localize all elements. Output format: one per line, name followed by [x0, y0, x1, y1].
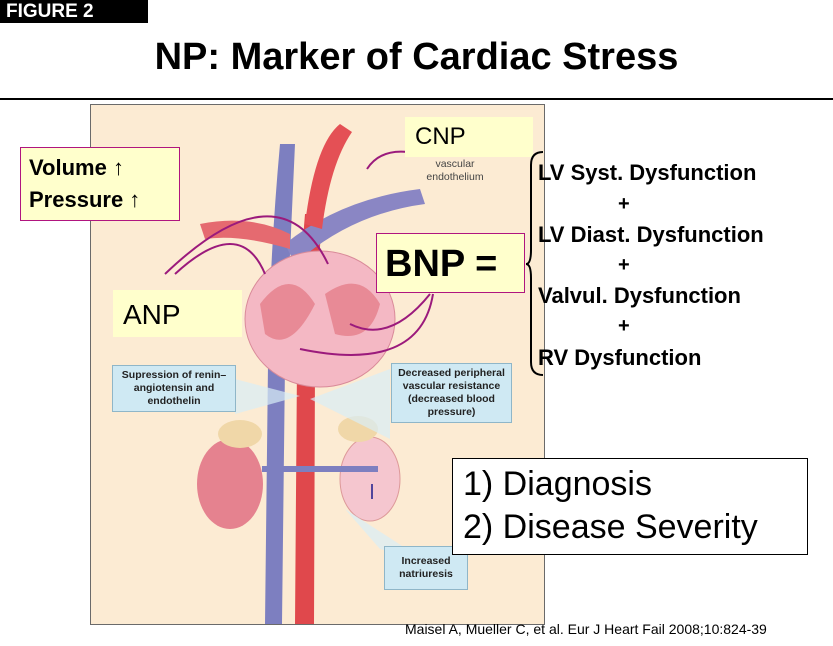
artery-branch — [305, 124, 352, 229]
plus-sign: + — [618, 193, 630, 215]
cnp-box: CNP — [405, 117, 533, 157]
bnp-component: LV Syst. Dysfunction — [538, 160, 757, 185]
slide-title: NP: Marker of Cardiac Stress — [154, 36, 679, 78]
pressure-label: Pressure ↑ — [29, 187, 141, 212]
bnp-component: RV Dysfunction — [538, 345, 702, 370]
plus-sign: + — [618, 254, 630, 276]
curly-brace — [525, 151, 544, 376]
cnp-source-label: vascular endothelium — [426, 158, 484, 183]
secretion-arrows — [164, 150, 434, 356]
title-divider — [0, 98, 833, 100]
figure-label: FIGURE 2 — [0, 0, 148, 23]
use-severity: 2) Disease Severity — [463, 508, 758, 546]
kidney-left — [197, 439, 263, 529]
bnp-box: BNP = — [376, 233, 525, 293]
artery-branch-left — [200, 220, 290, 249]
uses-box: 1) Diagnosis 2) Disease Severity — [452, 458, 808, 555]
decreased-resistance-label: Decreased peripheral vascular resistance… — [391, 363, 512, 423]
heart-chamber — [325, 283, 380, 336]
callout-pointer — [235, 379, 300, 414]
heart-chamber — [260, 284, 315, 340]
volume-label: Volume ↑ — [29, 155, 124, 180]
citation: Maisel A, Mueller C, et al. Eur J Heart … — [405, 621, 767, 637]
adrenal-left — [218, 420, 262, 448]
bnp-component: Valvul. Dysfunction — [538, 283, 741, 308]
stimulus-box: Volume ↑ Pressure ↑ — [20, 147, 180, 221]
callout-pointer — [310, 369, 390, 439]
suppression-label: Supression of renin–angiotensin and endo… — [112, 365, 236, 412]
pulmonary-vessel — [285, 189, 425, 264]
use-diagnosis: 1) Diagnosis — [463, 465, 652, 503]
plus-sign: + — [618, 315, 630, 337]
anp-box: ANP — [113, 290, 242, 337]
kidney-right — [339, 436, 401, 522]
bnp-component: LV Diast. Dysfunction — [538, 222, 764, 247]
